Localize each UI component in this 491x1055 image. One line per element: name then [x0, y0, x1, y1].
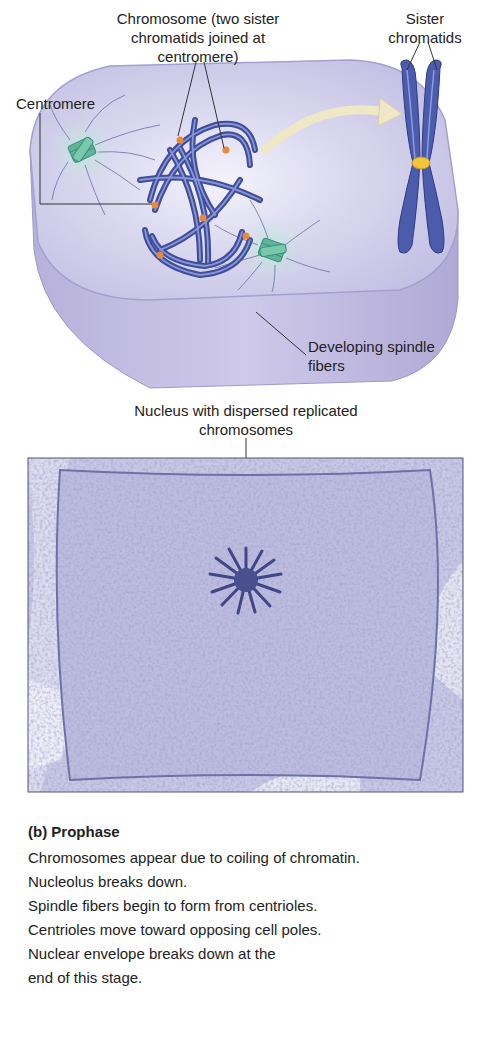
description-line: Nucleolus breaks down.	[28, 870, 468, 894]
micrograph	[28, 458, 463, 792]
part-label: Centromere	[16, 94, 136, 113]
part-label: Nucleus with dispersed replicated chromo…	[110, 401, 382, 439]
description-line: Spindle fibers begin to form from centri…	[28, 894, 468, 918]
sister-chromatids	[398, 60, 444, 253]
chromosome-label: Chromosome (two sister chromatids joined…	[113, 9, 283, 66]
chromosomes	[140, 120, 260, 275]
description-line: Nuclear envelope breaks down at the end …	[28, 942, 293, 990]
stage-title: (b) Prophase	[28, 820, 328, 844]
description-line: Chromosomes appear due to coiling of chr…	[28, 846, 468, 870]
part-label: Sister chromatids	[380, 9, 470, 47]
centromere-dots	[152, 137, 250, 259]
description-line: Centrioles move toward opposing cell pol…	[28, 918, 468, 942]
part-label: Developing spindle fibers	[308, 337, 443, 375]
centriole	[66, 134, 289, 264]
